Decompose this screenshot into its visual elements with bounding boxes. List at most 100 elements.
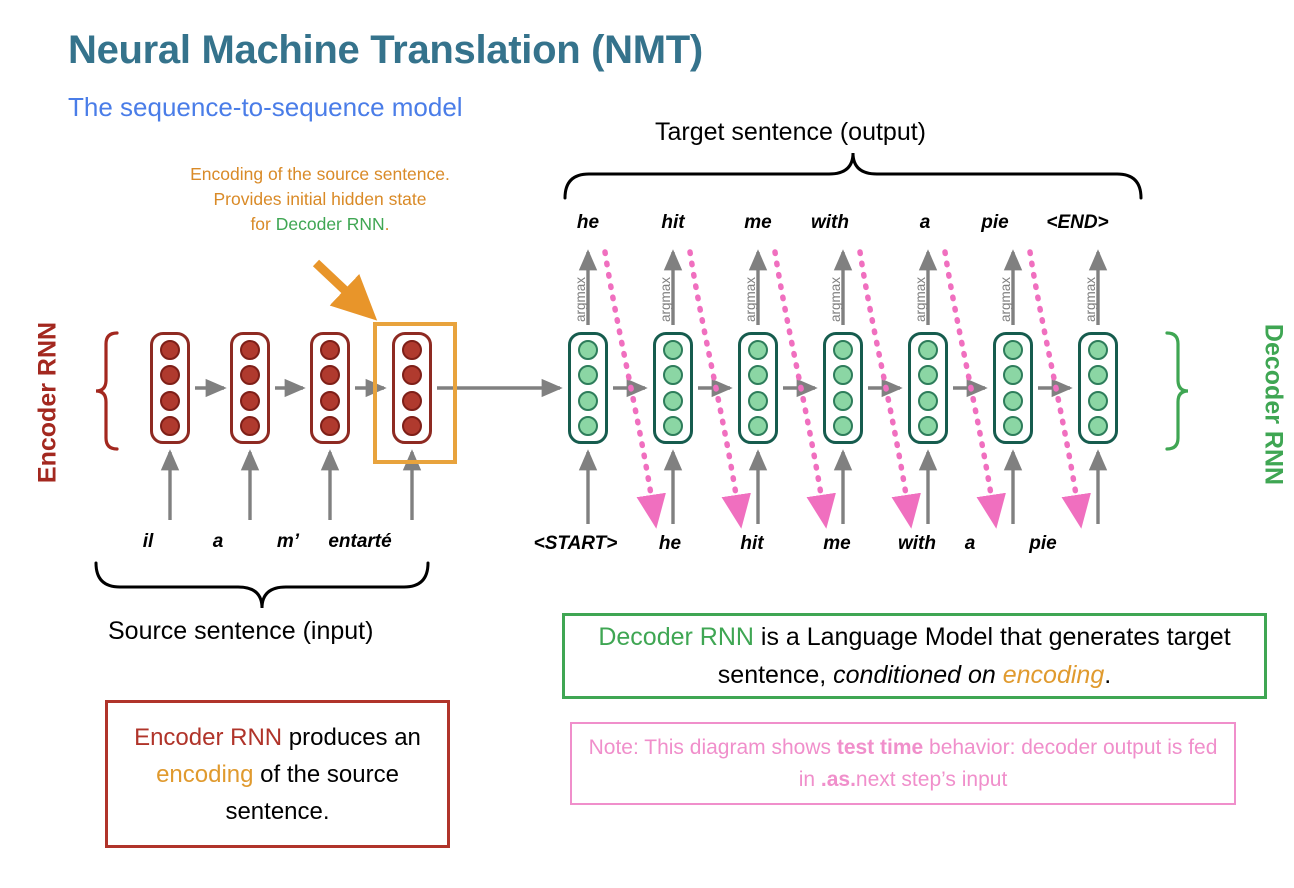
encoder-box-seg-4: of the source sentence.: [225, 760, 399, 825]
hidden-unit-dot: [320, 415, 340, 436]
decoder-input-word: hit: [740, 533, 764, 554]
target-sentence-label: Target sentence (output): [655, 118, 926, 146]
hidden-unit-dot: [918, 390, 938, 411]
hidden-unit-dot: [1088, 365, 1108, 386]
decoder-description-box: Decoder RNN is a Language Model that gen…: [562, 613, 1267, 699]
hidden-unit-dot: [1088, 415, 1108, 436]
note-box-seg-4: .as.: [820, 767, 856, 791]
encoder-cell[interactable]: [310, 332, 350, 444]
hidden-unit-dot: [160, 415, 180, 436]
hidden-unit-dot: [663, 415, 683, 436]
hidden-unit-dot: [663, 365, 683, 386]
hidden-unit-dot: [240, 390, 260, 411]
decoder-box-seg-2: is a Language Model that generates targe…: [717, 623, 1231, 689]
note-box-seg-3: behavior: decoder output is fed in: [798, 735, 1218, 791]
encoder-cell[interactable]: [230, 332, 270, 444]
decoder-box-seg-4: encoding: [1002, 661, 1105, 689]
decoder-box-seg-3: conditioned on: [833, 661, 1003, 689]
hidden-unit-dot: [833, 415, 853, 436]
decoder-box-seg-5: .: [1104, 661, 1112, 689]
page-subtitle: The sequence-to-sequence model: [68, 92, 463, 122]
source-word: a: [212, 531, 224, 552]
encoder-box-seg-1: Encoder RNN: [134, 723, 283, 751]
decoder-cell[interactable]: [908, 332, 948, 444]
hidden-unit-dot: [578, 340, 598, 361]
encoder-cell[interactable]: [392, 332, 432, 444]
decoder-box-seg-1: Decoder RNN: [598, 623, 754, 651]
encoder-description-text: Encoder RNN produces an encoding of the …: [122, 719, 433, 830]
argmax-label: argmax: [743, 276, 758, 322]
target-word: <END>: [1046, 212, 1109, 233]
note-box-seg-5: next step’s input: [855, 767, 1008, 791]
page-title: Neural Machine Translation (NMT): [68, 28, 703, 72]
hidden-unit-dot: [160, 340, 180, 361]
target-word: with: [811, 212, 849, 233]
decoder-input-word: he: [658, 533, 682, 554]
encoder-box-seg-3: encoding: [156, 760, 254, 788]
decoder-cell[interactable]: [1078, 332, 1118, 444]
hidden-unit-dot: [663, 390, 683, 411]
encoding-callout-text: Encoding of the source sentence. Provide…: [130, 162, 510, 237]
target-word: pie: [981, 212, 1009, 233]
argmax-label: argmax: [658, 276, 673, 322]
decoder-brace: [1165, 331, 1189, 451]
hidden-unit-dot: [833, 365, 853, 386]
target-sentence-brace: [563, 152, 1143, 200]
argmax-label: argmax: [828, 276, 843, 322]
hidden-unit-dot: [320, 390, 340, 411]
hidden-unit-dot: [833, 340, 853, 361]
source-word: il: [142, 531, 154, 552]
hidden-unit-dot: [1003, 390, 1023, 411]
decoder-input-word: pie: [1029, 533, 1057, 554]
hidden-unit-dot: [578, 390, 598, 411]
source-word: m’: [276, 531, 300, 552]
encoder-cells: [150, 332, 452, 444]
hidden-unit-dot: [1088, 340, 1108, 361]
test-time-note-text: Note: This diagram shows test time behav…: [582, 732, 1224, 796]
hidden-unit-dot: [833, 390, 853, 411]
hidden-unit-dot: [578, 415, 598, 436]
decoder-cell[interactable]: [738, 332, 778, 444]
hidden-unit-dot: [748, 415, 768, 436]
decoder-cell[interactable]: [653, 332, 693, 444]
decoder-cell[interactable]: [568, 332, 608, 444]
decoder-input-word: <START>: [533, 533, 618, 554]
decoder-input-arrows: [578, 449, 1108, 524]
hidden-unit-dot: [402, 340, 422, 361]
note-box-seg-2: test time: [836, 735, 924, 759]
hidden-unit-dot: [1003, 415, 1023, 436]
encoder-cell[interactable]: [150, 332, 190, 444]
encoding-callout-line3-decoder-rnn: Decoder RNN: [275, 214, 385, 234]
decoder-input-word: a: [964, 533, 976, 554]
hidden-unit-dot: [402, 415, 422, 436]
hidden-unit-dot: [1003, 365, 1023, 386]
argmax-label: argmax: [998, 276, 1013, 322]
encoding-callout-line3-prefix: for: [250, 214, 276, 234]
decoder-cell[interactable]: [993, 332, 1033, 444]
hidden-unit-dot: [320, 340, 340, 361]
test-time-note-box: Note: This diagram shows test time behav…: [570, 722, 1236, 805]
hidden-unit-dot: [1088, 390, 1108, 411]
hidden-unit-dot: [160, 365, 180, 386]
encoding-highlight-box: [373, 322, 457, 464]
hidden-unit-dot: [748, 340, 768, 361]
hidden-unit-dot: [240, 340, 260, 361]
decoder-cell[interactable]: [823, 332, 863, 444]
argmax-label: argmax: [1083, 276, 1098, 322]
source-sentence-brace: [94, 561, 430, 609]
hidden-unit-dot: [1003, 340, 1023, 361]
encoder-rnn-label: Encoder RNN: [33, 321, 62, 484]
decoder-cells: [568, 332, 1118, 444]
hidden-unit-dot: [320, 365, 340, 386]
target-word: hit: [661, 212, 685, 233]
encoding-callout-line3-suffix: .: [384, 214, 390, 234]
argmax-label: argmax: [913, 276, 928, 322]
hidden-unit-dot: [160, 390, 180, 411]
encoder-brace: [95, 331, 119, 451]
decoder-rnn-label: Decoder RNN: [1259, 323, 1288, 486]
hidden-unit-dot: [918, 365, 938, 386]
decoder-description-text: Decoder RNN is a Language Model that gen…: [575, 618, 1254, 694]
encoding-callout-line-2: Provides initial hidden state: [213, 189, 427, 209]
encoder-description-box: Encoder RNN produces an encoding of the …: [105, 700, 450, 848]
decoder-input-word: with: [898, 533, 936, 554]
